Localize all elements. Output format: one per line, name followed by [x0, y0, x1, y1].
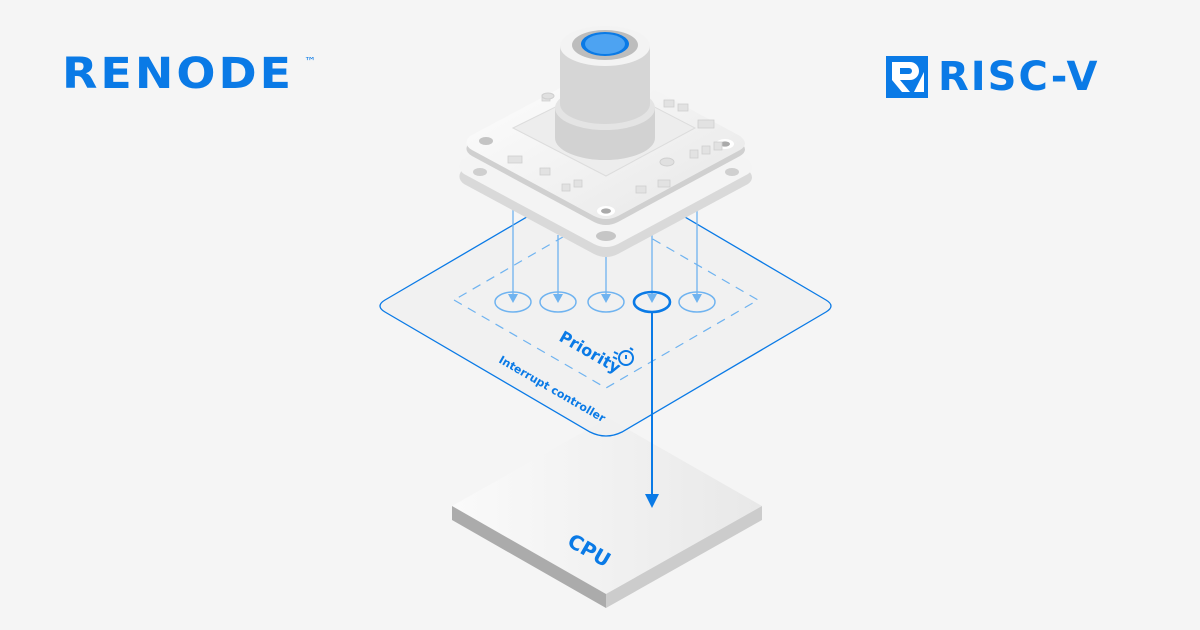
camera-module — [459, 26, 752, 257]
trademark-symbol: ™ — [304, 54, 317, 68]
riscv-mark-icon — [886, 56, 928, 98]
interrupt-controller: Interrupt controller Priority — [379, 175, 832, 437]
priority-timer-icon — [612, 347, 634, 366]
interrupt-lines — [494, 210, 716, 508]
interrupt-slot-3 — [587, 291, 625, 313]
cpu-chip: CPU — [452, 418, 762, 608]
riscv-logo: RISC-V — [886, 56, 1099, 98]
arrow-down-icon — [645, 494, 659, 508]
interrupt-slot-1 — [494, 291, 532, 313]
interrupt-slot-2 — [539, 291, 577, 313]
lens-icon — [585, 34, 625, 54]
renode-logo-text: RENODE — [62, 48, 295, 98]
interrupt-slot-5 — [678, 291, 716, 313]
riscv-logo-text: RISC-V — [938, 54, 1100, 100]
